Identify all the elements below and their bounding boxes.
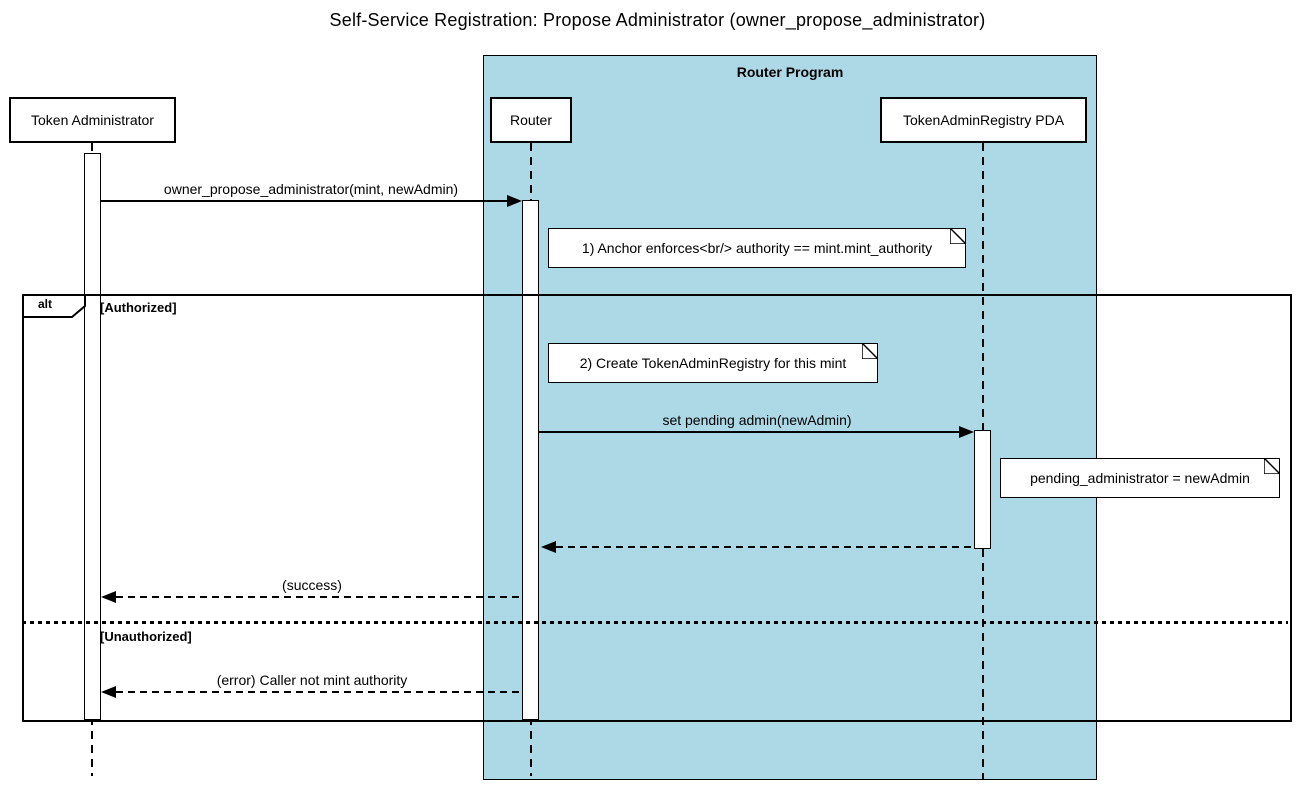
message-propose-line (101, 200, 508, 202)
alt-operator-pentagon (22, 294, 86, 318)
note-fold-icon (950, 228, 966, 244)
actor-token-admin-registry-pda: TokenAdminRegistry PDA (880, 97, 1087, 143)
message-registry-return-line (556, 546, 974, 548)
diagram-title: Self-Service Registration: Propose Admin… (329, 10, 986, 30)
arrowhead-left-icon (101, 686, 116, 698)
note-create-registry: 2) Create TokenAdminRegistry for this mi… (548, 343, 878, 383)
note-pending-administrator-text: pending_administrator = newAdmin (1030, 470, 1250, 486)
actor-token-administrator: Token Administrator (9, 97, 176, 143)
router-program-box (483, 55, 1097, 780)
message-propose-label: owner_propose_administrator(mint, newAdm… (163, 181, 459, 197)
note-anchor-enforces: 1) Anchor enforces<br/> authority == min… (548, 228, 966, 268)
message-error-label: (error) Caller not mint authority (216, 672, 408, 688)
message-set-pending-line (538, 431, 959, 433)
arrowhead-left-icon (541, 541, 556, 553)
message-success-label: (success) (282, 577, 342, 593)
alt-fragment-frame (22, 294, 1292, 722)
message-set-pending-label: set pending admin(newAdmin) (662, 412, 852, 428)
actor-token-admin-registry-pda-label: TokenAdminRegistry PDA (902, 112, 1065, 128)
actor-router-label: Router (509, 112, 553, 128)
router-program-label: Router Program (736, 64, 844, 80)
alt-divider (22, 621, 1288, 624)
actor-router: Router (490, 97, 572, 143)
actor-token-administrator-label: Token Administrator (31, 112, 154, 128)
note-fold-icon (862, 343, 878, 359)
note-pending-administrator: pending_administrator = newAdmin (1000, 458, 1280, 498)
arrowhead-right-icon (959, 426, 974, 438)
note-fold-icon (1264, 458, 1280, 474)
alt-authorized-label: [Authorized] (100, 300, 177, 315)
activation-router (522, 200, 539, 720)
note-create-registry-text: 2) Create TokenAdminRegistry for this mi… (579, 355, 847, 371)
alt-unauthorized-label: [Unauthorized] (100, 629, 192, 644)
note-anchor-enforces-text: 1) Anchor enforces<br/> authority == min… (581, 240, 933, 256)
arrowhead-left-icon (101, 591, 116, 603)
alt-operator-label: alt (38, 297, 53, 311)
activation-token-admin-registry-pda (974, 430, 991, 549)
arrowhead-right-icon (507, 195, 522, 207)
message-success-line (116, 596, 522, 598)
message-error-line (116, 691, 522, 693)
